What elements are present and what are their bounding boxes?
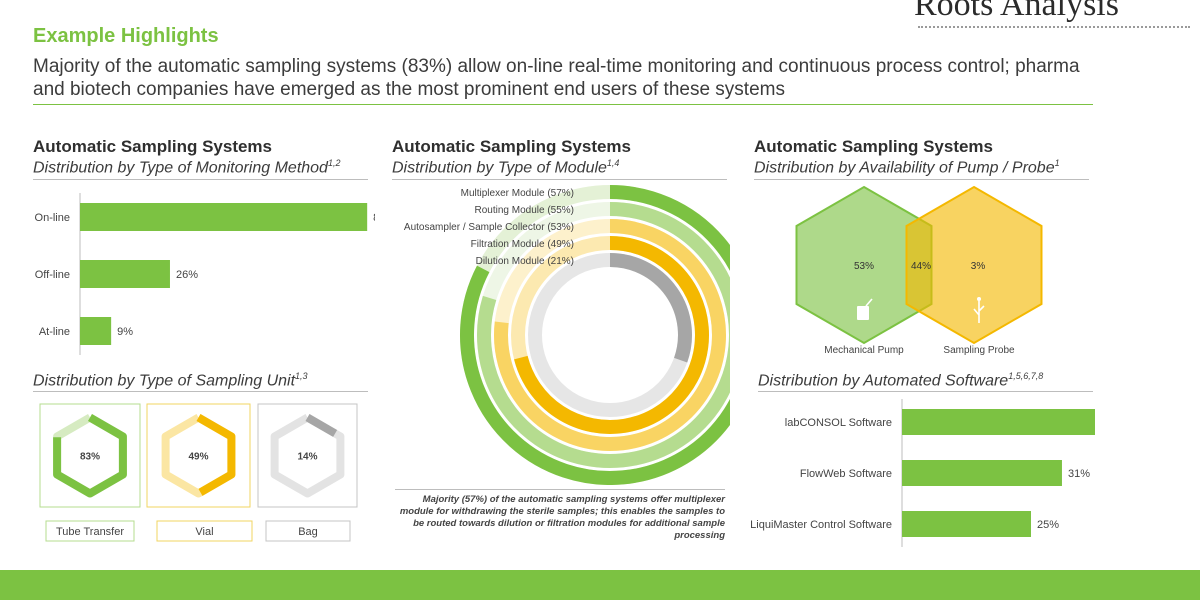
value-label: 9% xyxy=(117,326,133,338)
highlights-text: Majority of the automatic sampling syste… xyxy=(33,56,1080,100)
unit-hexagon-track xyxy=(270,414,345,498)
unit-percent-label: 14% xyxy=(297,452,317,463)
panel4-rule xyxy=(33,391,368,392)
sampling-unit-card: 49% Vial xyxy=(146,403,253,542)
panel2-note: Majority (57%) of the automatic sampling… xyxy=(399,494,725,541)
ring-label: Dilution Module (21%) xyxy=(476,256,574,267)
panel3-subtitle: Distribution by Availability of Pump / P… xyxy=(754,158,1060,177)
sampling-unit-card: 83% Tube Transfer xyxy=(39,403,141,542)
overlap-label: 44% xyxy=(911,261,931,272)
ring-arc xyxy=(494,219,726,451)
category-label: labCONSOL Software xyxy=(785,417,892,429)
category-label: Off-line xyxy=(35,269,70,281)
automated-software-chart: labCONSOL Software44%FlowWeb Software31%… xyxy=(750,399,1095,547)
panel1-rule xyxy=(33,179,368,180)
pump-only-label: 53% xyxy=(854,261,874,272)
ring-arc xyxy=(477,202,730,468)
panel2-note-rule xyxy=(395,489,725,490)
bar xyxy=(80,203,368,231)
pump-icon-body xyxy=(857,306,869,320)
panel1-title: Automatic Sampling Systems xyxy=(33,137,273,156)
ring-label: Autosampler / Sample Collector (53%) xyxy=(404,222,574,233)
unit-hexagon-progress xyxy=(53,414,127,498)
ring-label: Routing Module (55%) xyxy=(475,205,575,216)
unit-name-box xyxy=(265,520,351,542)
venn-shapes xyxy=(795,185,1043,345)
highlights-title: Example Highlights xyxy=(33,25,219,47)
ring-arc xyxy=(460,185,730,485)
value-label: 83% xyxy=(373,212,375,224)
probe-set-label: Sampling Probe xyxy=(943,345,1015,356)
bar xyxy=(902,511,1031,537)
brand-tagline-rule xyxy=(918,26,1190,31)
unit-name-box xyxy=(156,520,253,542)
module-type-chart: Multiplexer Module (57%) Routing Module (… xyxy=(404,185,730,485)
panel5-rule xyxy=(758,391,1093,392)
ring-arc xyxy=(514,236,709,434)
panel3-title: Automatic Sampling Systems xyxy=(754,137,994,156)
unit-percent-label: 49% xyxy=(188,452,208,463)
unit-hexagon-progress xyxy=(161,414,236,498)
bar xyxy=(902,409,1095,435)
probe-icon xyxy=(973,297,985,323)
category-label: FlowWeb Software xyxy=(800,468,892,480)
unit-name-label: Bag xyxy=(298,526,318,538)
bar xyxy=(80,260,170,288)
pump-icon-nozzle xyxy=(865,298,873,307)
bar xyxy=(80,317,112,345)
sampling-unit-card: 14% Bag xyxy=(257,403,358,542)
unit-name-label: Vial xyxy=(195,526,213,538)
category-label: LiquiMaster Control Software xyxy=(750,519,892,531)
panel4-subtitle: Distribution by Type of Sampling Unit1,3 xyxy=(33,371,308,390)
unit-name-box xyxy=(45,520,135,542)
ring-arc xyxy=(609,253,692,363)
brand-logo: Roots Analysis xyxy=(914,0,1119,23)
category-label: On-line xyxy=(35,212,70,224)
ring-label: Multiplexer Module (57%) xyxy=(461,188,574,199)
highlights-divider xyxy=(33,104,1093,105)
value-label: 31% xyxy=(1068,468,1090,480)
pump-icon xyxy=(857,298,873,320)
probe-icon-fork xyxy=(973,301,985,323)
footer-band xyxy=(0,570,1200,600)
probe-only-label: 3% xyxy=(971,261,986,272)
unit-percent-label: 83% xyxy=(80,452,100,463)
value-label: 25% xyxy=(1037,519,1059,531)
category-label: At-line xyxy=(39,326,70,338)
monitoring-method-chart: On-line 83% Off-line 26% At-line 9% xyxy=(35,193,375,355)
value-label: 26% xyxy=(176,269,198,281)
panel3-rule xyxy=(754,179,1089,180)
pump-probe-chart: 53% 44% 3% Mechanical Pump Sampling Probe xyxy=(795,185,1043,356)
sampling-unit-chart: 83% Tube Transfer 49% Vial 14% Bag xyxy=(39,403,358,542)
panel1-subtitle: Distribution by Type of Monitoring Metho… xyxy=(33,158,341,177)
bar xyxy=(902,460,1062,486)
panel2-title: Automatic Sampling Systems xyxy=(392,137,632,156)
panel5-subtitle: Distribution by Automated Software1,5,6,… xyxy=(758,371,1044,390)
pump-set-label: Mechanical Pump xyxy=(824,345,904,356)
ring-label: Filtration Module (49%) xyxy=(471,239,574,250)
probe-icon-tip xyxy=(977,297,981,301)
panel2-subtitle: Distribution by Type of Module1,4 xyxy=(392,158,620,177)
panel2-rule xyxy=(392,179,727,180)
unit-name-label: Tube Transfer xyxy=(56,526,124,538)
probe-hexagon xyxy=(905,185,1043,345)
